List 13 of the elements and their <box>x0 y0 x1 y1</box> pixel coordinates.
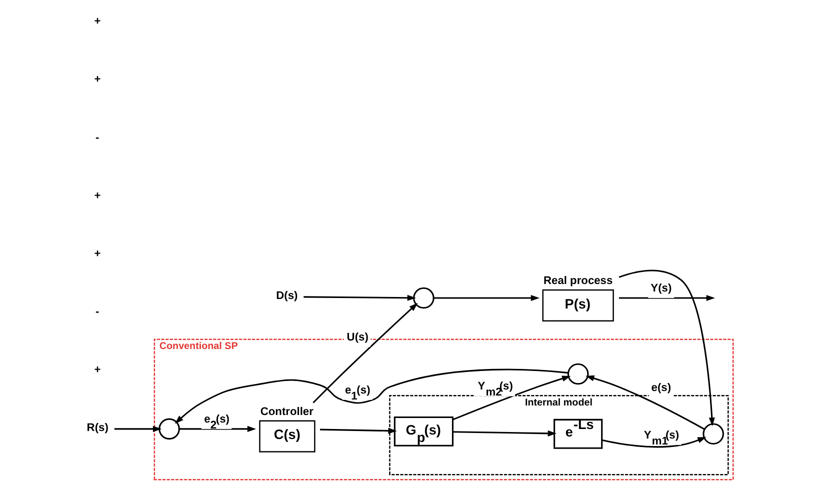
edge-label: e(s) <box>651 381 672 394</box>
label: + <box>94 189 101 202</box>
label: - <box>95 131 100 144</box>
node-label: Controller <box>260 405 314 418</box>
node-label: Real process <box>544 274 613 287</box>
label: + <box>94 15 101 28</box>
label: - <box>95 305 100 318</box>
node-text: D(s) <box>276 289 298 302</box>
label: + <box>94 247 101 260</box>
node-text: R(s) <box>86 422 108 434</box>
edge-label: Y(s) <box>650 282 672 294</box>
label: + <box>94 363 101 376</box>
label: + <box>94 73 101 86</box>
